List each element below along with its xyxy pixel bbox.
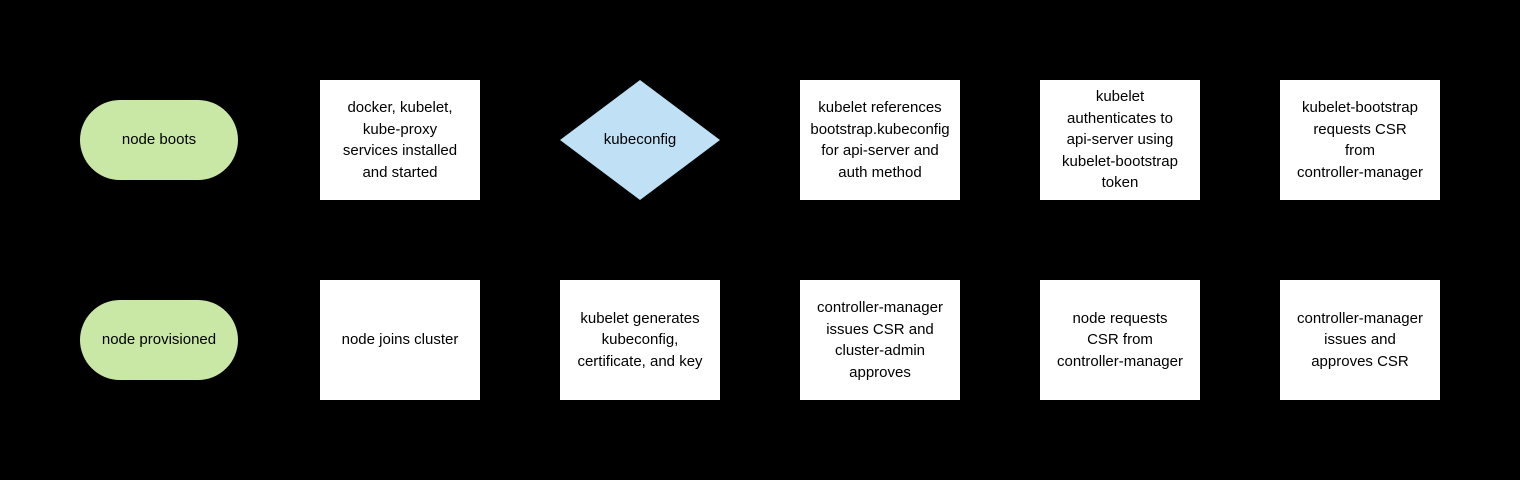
node-node-provisioned[interactable]: node provisioned: [80, 300, 238, 380]
node-controller-manager-issues-approves[interactable]: controller-manager issues and approves C…: [1280, 280, 1440, 400]
node-node-joins-cluster[interactable]: node joins cluster: [320, 280, 480, 400]
node-kubelet-references-bootstrap[interactable]: kubelet references bootstrap.kubeconfig …: [800, 80, 960, 200]
node-label: node joins cluster: [341, 331, 459, 349]
node-label: node boots: [121, 131, 197, 149]
node-kubeconfig[interactable]: kubeconfig: [560, 80, 720, 200]
node-kubelet-generates[interactable]: kubelet generates kubeconfig, certificat…: [560, 280, 720, 400]
node-label: node requests CSR from controller-manage…: [1057, 309, 1183, 370]
node-label: node provisioned: [101, 331, 217, 349]
node-label: controller-manager issues CSR and cluste…: [817, 299, 943, 381]
node-node-boots[interactable]: node boots: [80, 100, 238, 180]
node-label: controller-manager issues and approves C…: [1297, 309, 1423, 370]
node-kubelet-bootstrap-requests-csr[interactable]: kubelet-bootstrap requests CSR from cont…: [1280, 80, 1440, 200]
node-services-installed[interactable]: docker, kubelet, kube-proxy services ins…: [320, 80, 480, 200]
node-label: kubelet generates kubeconfig, certificat…: [577, 309, 703, 370]
node-kubelet-authenticates[interactable]: kubelet authenticates to api-server usin…: [1040, 80, 1200, 200]
node-label: kubelet-bootstrap requests CSR from cont…: [1297, 99, 1423, 181]
diamond-shape-icon: [560, 80, 720, 200]
node-label: kubelet references bootstrap.kubeconfig …: [810, 99, 950, 181]
node-label: kubelet authenticates to api-server usin…: [1062, 88, 1178, 192]
node-label: kubeconfig: [603, 131, 677, 149]
node-node-requests-csr[interactable]: node requests CSR from controller-manage…: [1040, 280, 1200, 400]
node-controller-manager-issues-csr[interactable]: controller-manager issues CSR and cluste…: [800, 280, 960, 400]
node-label: docker, kubelet, kube-proxy services ins…: [342, 99, 458, 181]
